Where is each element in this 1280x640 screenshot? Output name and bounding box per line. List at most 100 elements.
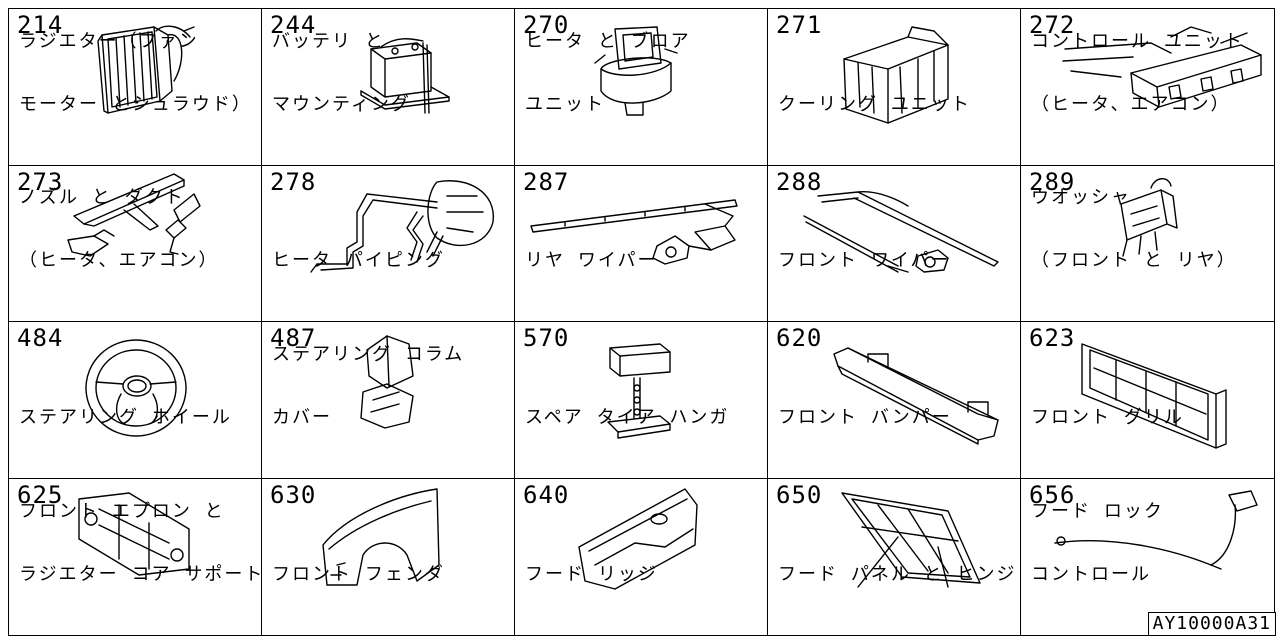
part-cell-656[interactable]: 656 フード ロック コントロール <box>1021 479 1274 636</box>
part-cell-278[interactable]: 278 ヒータ パイピング <box>262 165 515 322</box>
part-number: 625 <box>17 480 64 509</box>
part-label: バッテリ と マウンティング <box>272 9 411 157</box>
nozzle-duct-illustration <box>9 166 261 322</box>
part-cell-289[interactable]: 289 ウオッシャ （フロント と リヤ） <box>1021 166 1274 322</box>
part-label: フード パネル と ヒンジ <box>778 522 1017 627</box>
label-line-1: ヒータ パイピング <box>272 250 445 271</box>
label-line-1: フロント エプロン と <box>19 501 225 522</box>
part-label: ステアリング ホイール <box>19 365 232 470</box>
part-cell-487[interactable]: 487 ステアリング コラム カバー <box>262 322 515 479</box>
rear-wiper-illustration <box>515 166 767 322</box>
washer-illustration <box>1021 166 1274 322</box>
radiator-illustration <box>9 9 261 165</box>
part-cell-620[interactable]: 620 フロント バンパー <box>768 322 1021 479</box>
part-label: ヒータ と ブロア ユニット <box>525 9 691 157</box>
label-line-1: ノズル と ダクト <box>19 187 185 208</box>
label-line-1: フロント ワイパー <box>778 250 951 271</box>
part-cell-273[interactable]: 273 ノズル と ダクト （ヒータ、エアコン） <box>9 165 262 322</box>
label-line-1: ヒータ と ブロア <box>525 30 691 52</box>
part-number: 623 <box>1029 324 1076 352</box>
part-label: リヤ ワイパー <box>525 208 657 313</box>
label-line-2: マウンティング <box>272 93 411 115</box>
part-label: フード ロック コントロール <box>1031 479 1164 628</box>
label-line-1: ステアリング コラム <box>272 343 465 365</box>
part-number: 620 <box>776 324 823 352</box>
part-label: スペア タイア ハンガ <box>525 365 729 470</box>
label-line-1: フード リッジ <box>525 564 658 585</box>
part-cell-640[interactable]: 640 フード リッジ <box>515 478 768 636</box>
hood-lock-control-illustration <box>1021 479 1274 636</box>
part-number: 273 <box>17 167 64 196</box>
label-line-2: ユニット <box>525 93 605 115</box>
spare-tire-hanger-illustration <box>515 322 767 478</box>
part-label: フロント エプロン と ラジエター コア サポート <box>19 479 262 628</box>
label-line-1: フロント グリル <box>1031 406 1184 428</box>
label-line-1: フード パネル と ヒンジ <box>778 564 1017 585</box>
label-line-2: カバー <box>272 406 332 428</box>
steering-wheel-illustration <box>9 322 261 478</box>
part-cell-623[interactable]: 623 フロント グリル <box>1021 322 1274 479</box>
part-label: ノズル と ダクト （ヒータ、エアコン） <box>19 166 218 314</box>
part-label: フロント フェンダ <box>272 522 445 627</box>
part-cell-287[interactable]: 287 リヤ ワイパー <box>515 165 768 322</box>
front-grille-illustration <box>1021 322 1274 478</box>
part-number: 214 <box>17 11 64 39</box>
label-line-1: フロント バンパー <box>778 406 952 428</box>
part-label: ステアリング コラム カバー <box>272 322 464 470</box>
front-bumper-illustration <box>768 322 1020 478</box>
part-number: 570 <box>523 324 570 352</box>
hood-ledge-illustration <box>515 479 767 636</box>
part-cell-244[interactable]: 244 バッテリ と マウンティング <box>262 9 515 166</box>
part-cell-214[interactable]: 214 ラジエター（ファン モーター とシュラウド） <box>9 9 262 166</box>
part-number: 487 <box>270 324 317 352</box>
part-number: 289 <box>1029 167 1076 196</box>
part-label: クーリング ユニット <box>778 52 971 157</box>
apron-core-support-illustration <box>9 479 261 636</box>
part-cell-570[interactable]: 570 スペア タイア ハンガ <box>515 322 768 479</box>
label-line-1: ウオッシャ <box>1031 187 1131 208</box>
part-cell-625[interactable]: 625 フロント エプロン と ラジエター コア サポート <box>9 478 262 636</box>
part-label: ラジエター（ファン モーター とシュラウド） <box>19 9 252 157</box>
hood-panel-hinge-illustration <box>768 479 1020 636</box>
label-line-2: （ヒータ、エアコン） <box>19 250 219 271</box>
part-number: 640 <box>523 480 570 509</box>
part-number: 630 <box>270 480 317 509</box>
part-label: ウオッシャ （フロント と リヤ） <box>1031 166 1237 314</box>
part-label: フロント グリル <box>1031 365 1184 470</box>
battery-illustration <box>262 9 514 165</box>
part-label: ヒータ パイピング <box>272 208 445 313</box>
part-cell-270[interactable]: 270 ヒータ と ブロア ユニット <box>515 9 768 166</box>
label-line-2: モーター とシュラウド） <box>19 93 252 115</box>
part-label: フード リッジ <box>525 522 658 627</box>
reference-code: AY10000A31 <box>1147 612 1276 636</box>
part-number: 271 <box>776 11 823 39</box>
label-line-1: フード ロック <box>1031 501 1164 522</box>
part-cell-288[interactable]: 288 フロント ワイパー <box>768 165 1021 322</box>
label-line-2: ラジエター コア サポート <box>19 564 262 585</box>
part-label: フロント ワイパー <box>778 208 950 313</box>
part-cell-272[interactable]: 272 コントロール ユニット （ヒータ、エアコン） <box>1021 9 1274 166</box>
part-number: 484 <box>17 324 64 352</box>
label-line-1: バッテリ と <box>272 30 385 52</box>
label-line-2: （ヒータ、エアコン） <box>1031 93 1231 115</box>
parts-grid: 214 ラジエター（ファン モーター とシュラウド） 244 バッテリ <box>8 8 1275 636</box>
part-cell-650[interactable]: 650 フード パネル と ヒンジ <box>768 478 1021 636</box>
heater-blower-illustration <box>515 9 767 165</box>
part-cell-484[interactable]: 484 ステアリング ホイール <box>9 322 262 479</box>
cooling-unit-illustration <box>768 9 1020 165</box>
part-cell-630[interactable]: 630 フロント フェンダ <box>262 478 515 636</box>
label-line-1: ラジエター（ファン <box>19 30 199 52</box>
label-line-1: クーリング ユニット <box>778 93 971 115</box>
part-cell-271[interactable]: 271 クーリング ユニット <box>768 9 1021 166</box>
front-fender-illustration <box>262 479 514 636</box>
label-line-1: フロント フェンダ <box>272 564 445 585</box>
label-line-1: ステアリング ホイール <box>19 406 232 428</box>
part-number: 270 <box>523 11 570 39</box>
part-number: 272 <box>1029 11 1076 39</box>
heater-piping-illustration <box>262 166 514 322</box>
part-label: コントロール ユニット （ヒータ、エアコン） <box>1031 9 1244 157</box>
part-number: 244 <box>270 11 317 39</box>
label-line-2: コントロール <box>1031 564 1151 585</box>
part-number: 656 <box>1029 480 1076 509</box>
column-cover-illustration <box>262 322 514 478</box>
